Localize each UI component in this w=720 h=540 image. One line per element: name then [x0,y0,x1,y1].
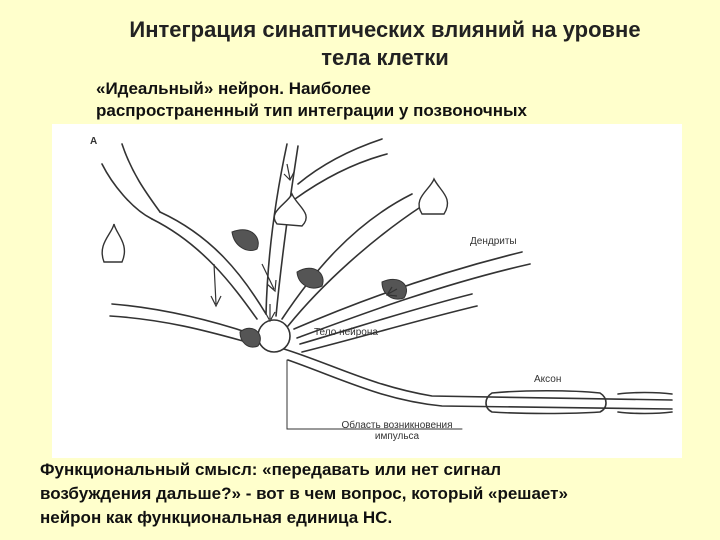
impulse-zone-line-2: импульса [322,431,472,442]
axon-myelin-2 [618,393,672,414]
synapse-light-3 [419,179,447,214]
panel-letter: А [90,136,97,147]
title-line-2: тела клетки [60,44,710,72]
impulse-zone-bracket [287,360,462,429]
subtitle-line-1: «Идеальный» нейрон. Наиболее [96,78,696,100]
title-line-1: Интеграция синаптических влияний на уров… [60,16,710,44]
caption-line-1: Функциональный смысл: «передавать или не… [40,458,710,482]
synapse-dark-1 [232,230,258,251]
subtitle-line-2: распространенный тип интеграции у позвон… [96,100,696,122]
impulse-zone-label: Область возникновения импульса [322,420,472,442]
caption-line-3: нейрон как функциональная единица НС. [40,506,710,530]
slide-title: Интеграция синаптических влияний на уров… [60,16,710,72]
dendrite-branch-upper [295,139,387,199]
slide-subtitle: «Идеальный» нейрон. Наиболее распростран… [96,78,696,122]
axon [284,349,672,409]
caption-line-2: возбуждения дальше?» - вот в чем вопрос,… [40,482,710,506]
synapse-dark-2 [297,268,323,288]
neuron-diagram: А Дендриты Тело нейрона Аксон Область во… [52,124,682,458]
dendrites-label: Дендриты [470,236,517,247]
soma [258,320,290,352]
dendrite-upper [266,144,298,316]
soma-label: Тело нейрона [314,327,378,338]
dendrite-right [294,252,530,338]
neuron-drawing [52,124,682,458]
dendrite-far-left [102,144,160,219]
slide-caption: Функциональный смысл: «передавать или не… [40,458,710,530]
synapse-light-1 [102,224,124,262]
synapse-light-2 [274,194,306,226]
axon-label: Аксон [534,374,561,385]
axon-myelin [486,391,606,414]
impulse-zone-line-1: Область возникновения [322,420,472,431]
dendrite-upper-left [152,212,266,319]
dendrite-left-low [110,304,254,344]
dendrite-lower-right [300,294,477,352]
synapse-dark-4 [240,328,260,347]
